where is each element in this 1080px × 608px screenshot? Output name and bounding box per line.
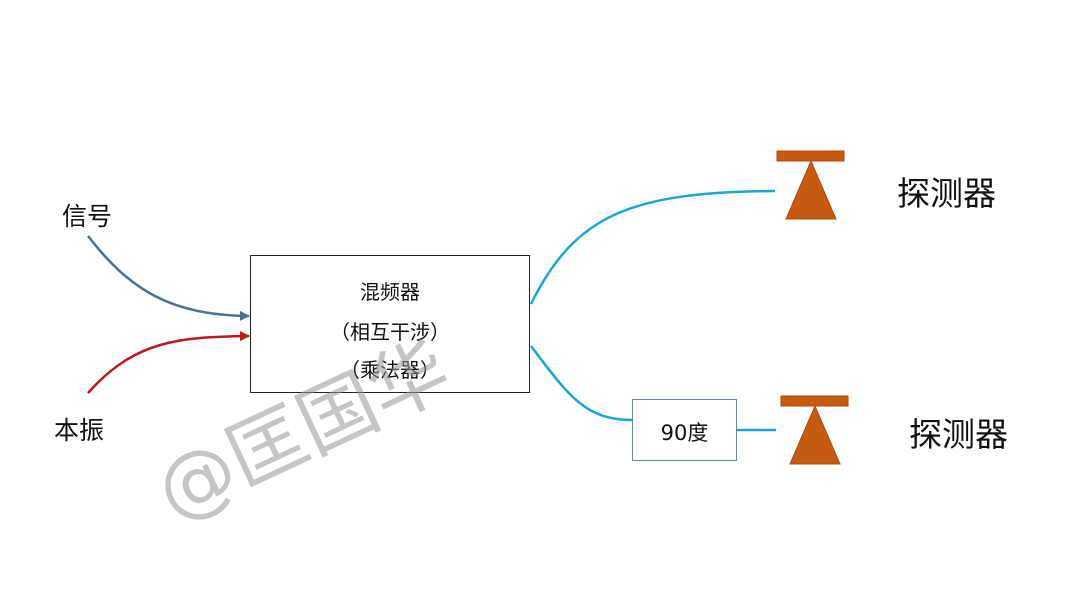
mixer-subtitle-multiplier: （乘法器） <box>340 358 440 382</box>
mixer-subtitle-interference: （相互干涉） <box>330 320 450 344</box>
local-oscillator-arrow <box>87 331 250 394</box>
phase-shifter-box: 90度 <box>632 399 737 461</box>
signal-arrow <box>87 235 250 321</box>
output-branch-upper <box>529 189 776 305</box>
signal-label: 信号 <box>62 202 113 231</box>
detector-2-label: 探测器 <box>909 415 1008 454</box>
detector-1-label: 探测器 <box>897 174 996 213</box>
mixer-box: 混频器 （相互干涉） （乘法器） <box>250 255 530 393</box>
local-oscillator-label: 本振 <box>54 416 105 445</box>
output-branch-lower <box>530 345 633 422</box>
mixer-title: 混频器 <box>360 280 420 304</box>
detector-1-icon <box>776 150 845 220</box>
detector-2-icon <box>780 395 849 465</box>
phase-shifter-label: 90度 <box>660 421 709 445</box>
